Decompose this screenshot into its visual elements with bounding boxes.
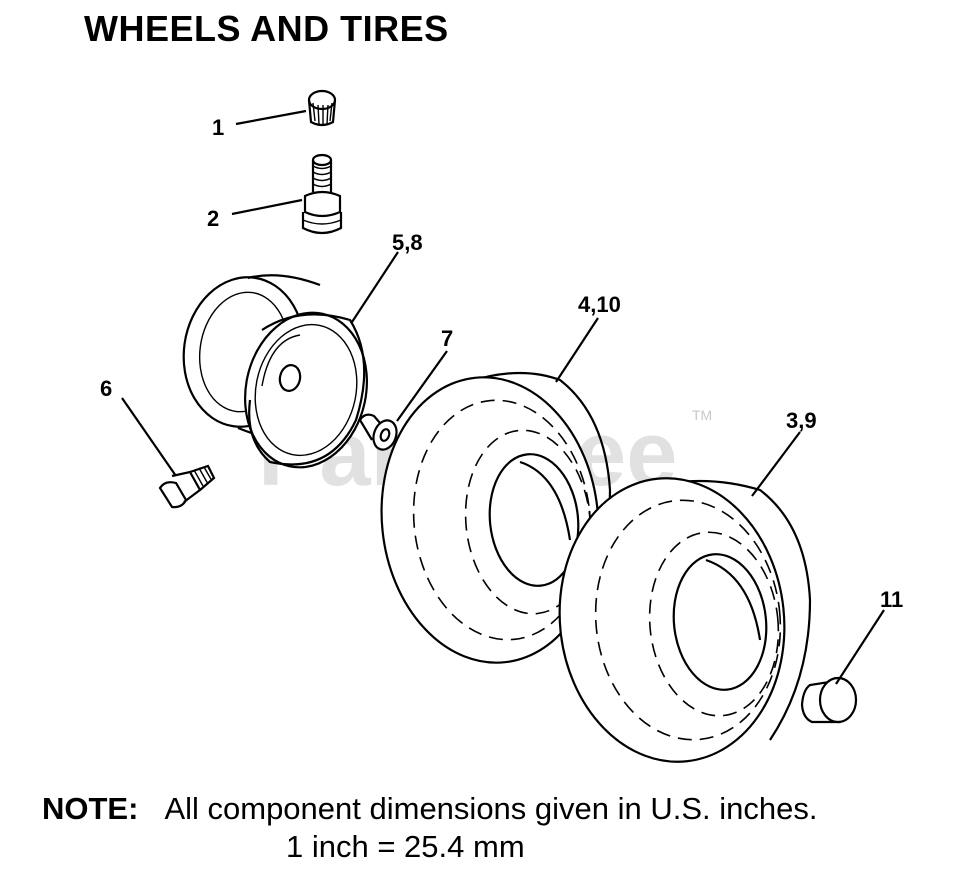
page-title: WHEELS AND TIRES [84, 8, 449, 49]
dimension-note: NOTE: All component dimensions given in U… [42, 790, 818, 864]
watermark-trademark: TM [692, 407, 712, 423]
valve-cap-part[interactable] [307, 89, 337, 127]
bushing-part[interactable] [359, 413, 400, 453]
leader-line-4-10 [555, 317, 599, 383]
leader-line-5-8 [351, 251, 399, 323]
note-line-2: 1 inch = 25.4 mm [286, 829, 525, 864]
leader-line-2 [231, 198, 303, 216]
valve-stem-part[interactable] [301, 153, 343, 235]
leader-line-11 [835, 609, 885, 685]
callout-7: 7 [441, 326, 453, 351]
callout-4-10: 4,10 [578, 292, 621, 317]
callout-3-9: 3,9 [786, 408, 817, 433]
leader-line-3-9 [751, 431, 801, 497]
hub-cap-part[interactable] [800, 676, 858, 724]
wheel-rim-part[interactable] [174, 269, 381, 478]
leader-line-1 [235, 109, 307, 126]
callout-6: 6 [100, 376, 112, 401]
leader-line-6 [121, 397, 177, 477]
note-line-1: All component dimensions given in U.S. i… [164, 791, 818, 826]
note-label: NOTE: [42, 791, 139, 826]
bolt-part[interactable] [158, 464, 216, 509]
callout-5-8: 5,8 [392, 230, 423, 255]
callout-2: 2 [207, 206, 219, 231]
callout-11: 11 [880, 587, 903, 612]
rear-tire-part[interactable] [546, 467, 812, 773]
leader-line-7 [396, 350, 448, 422]
callout-1: 1 [212, 115, 224, 140]
